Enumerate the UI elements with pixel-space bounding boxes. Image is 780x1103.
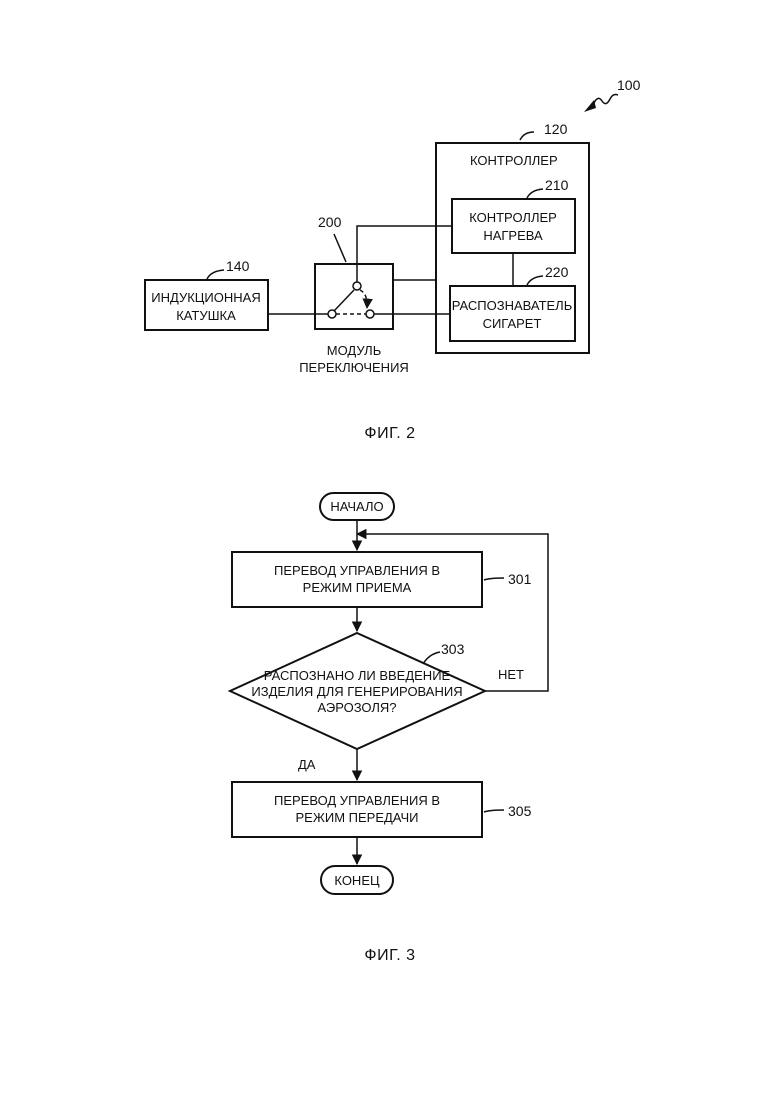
step-301-ref: 301 (508, 571, 532, 587)
switching-module-ref: 200 (318, 214, 342, 230)
fig2-caption: ФИГ. 2 (364, 425, 415, 442)
heating-controller-line2: НАГРЕВА (483, 228, 543, 243)
switching-module-ref-leader (334, 234, 346, 262)
cigarette-recognizer-line2: СИГАРЕТ (483, 316, 542, 331)
induction-coil-ref-leader (207, 270, 224, 279)
induction-coil-line1: ИНДУКЦИОННАЯ (151, 290, 260, 305)
step-301-ref-leader (484, 578, 504, 580)
step-305-line2: РЕЖИМ ПЕРЕДАЧИ (296, 810, 419, 825)
induction-coil-block: ИНДУКЦИОННАЯ КАТУШКА 140 (145, 258, 268, 330)
cigarette-recognizer-line1: РАСПОЗНАВАТЕЛЬ (452, 298, 573, 313)
system-reference: 100 (584, 77, 641, 112)
step-305-line1: ПЕРЕВОД УПРАВЛЕНИЯ В (274, 793, 440, 808)
step-301: ПЕРЕВОД УПРАВЛЕНИЯ В РЕЖИМ ПРИЕМА 301 (232, 552, 532, 607)
cigarette-recognizer-ref: 220 (545, 264, 569, 280)
system-ref-label: 100 (617, 77, 641, 93)
induction-coil-ref: 140 (226, 258, 250, 274)
switch-contact-top (353, 282, 361, 290)
step-305-ref: 305 (508, 803, 532, 819)
system-ref-leader (594, 95, 618, 104)
step-301-line1: ПЕРЕВОД УПРАВЛЕНИЯ В (274, 563, 440, 578)
end-label: КОНЕЦ (334, 873, 380, 888)
decision-303-line2: ИЗДЕЛИЯ ДЛЯ ГЕНЕРИРОВАНИЯ (251, 684, 462, 699)
start-label: НАЧАЛО (330, 499, 383, 514)
fig3-caption: ФИГ. 3 (364, 947, 415, 964)
fig2-diagram: 100 КОНТРОЛЛЕР 120 КОНТРОЛЛЕР НАГРЕВА 21… (145, 77, 641, 442)
decision-303: РАСПОЗНАНО ЛИ ВВЕДЕНИЕ ИЗДЕЛИЯ ДЛЯ ГЕНЕР… (230, 633, 485, 749)
step-301-line2: РЕЖИМ ПРИЕМА (303, 580, 412, 595)
heating-controller-box (452, 199, 575, 253)
switching-module-line1: МОДУЛЬ (327, 343, 382, 358)
controller-ref: 120 (544, 121, 568, 137)
heating-controller-ref: 210 (545, 177, 569, 193)
switching-module-block: 200 МОДУЛЬ ПЕРЕКЛЮЧЕНИЯ (299, 214, 409, 375)
start-terminal: НАЧАЛО (320, 493, 394, 520)
controller-ref-leader (520, 132, 534, 140)
induction-coil-line2: КАТУШКА (176, 308, 236, 323)
step-305-ref-leader (484, 810, 504, 812)
yes-label: ДА (298, 757, 316, 772)
system-ref-arrowhead (584, 100, 596, 112)
decision-303-line3: АЭРОЗОЛЯ? (317, 700, 396, 715)
step-305: ПЕРЕВОД УПРАВЛЕНИЯ В РЕЖИМ ПЕРЕДАЧИ 305 (232, 782, 532, 837)
fig3-flowchart: НАЧАЛО ПЕРЕВОД УПРАВЛЕНИЯ В РЕЖИМ ПРИЕМА… (230, 493, 548, 964)
end-terminal: КОНЕЦ (321, 866, 393, 894)
heating-controller-line1: КОНТРОЛЛЕР (469, 210, 557, 225)
controller-label: КОНТРОЛЛЕР (470, 153, 558, 168)
no-label: НЕТ (498, 667, 524, 682)
switching-module-line2: ПЕРЕКЛЮЧЕНИЯ (299, 360, 409, 375)
decision-303-ref-leader (423, 652, 440, 664)
switch-contact-right (366, 310, 374, 318)
switching-module-box (315, 264, 393, 329)
decision-303-ref: 303 (441, 641, 465, 657)
cigarette-recognizer-box (450, 286, 575, 341)
decision-303-line1: РАСПОЗНАНО ЛИ ВВЕДЕНИЕ (264, 668, 451, 683)
